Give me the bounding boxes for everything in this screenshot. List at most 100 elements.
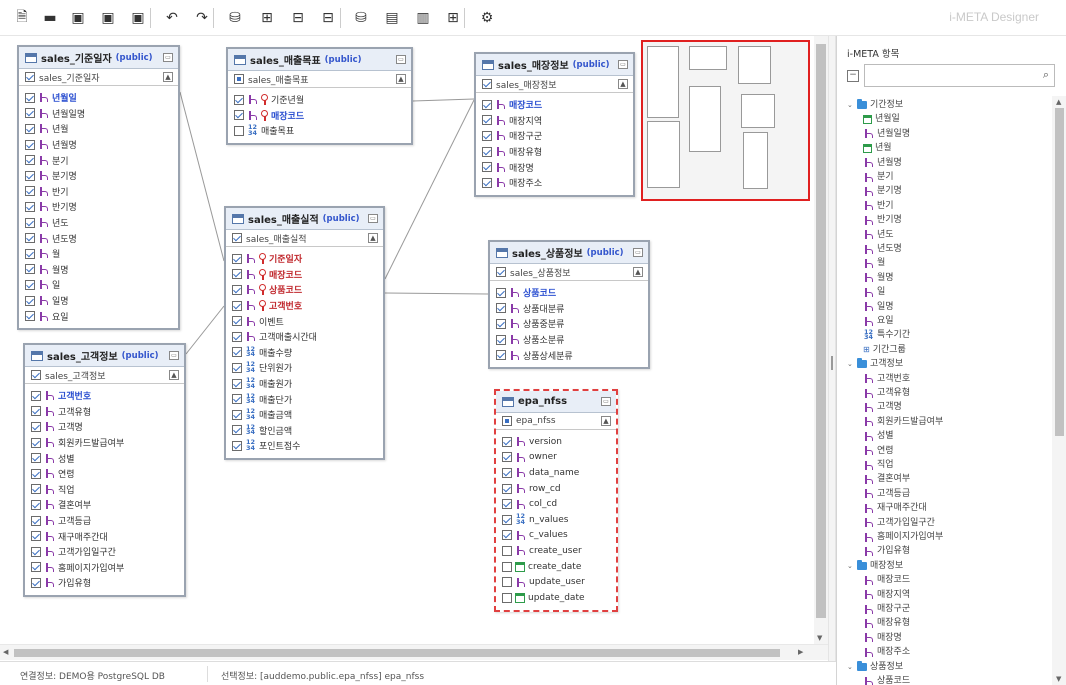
tree-folder[interactable]: ⌄고객정보 bbox=[847, 357, 903, 371]
column-row[interactable]: 매장명 bbox=[476, 159, 633, 175]
column-checkbox[interactable] bbox=[25, 123, 35, 134]
column-checkbox[interactable] bbox=[482, 115, 492, 126]
column-row[interactable]: 직업 bbox=[25, 482, 184, 498]
table-menu-button[interactable]: ▭ bbox=[163, 53, 173, 62]
tree-item[interactable]: 고객가입일구간 bbox=[863, 516, 935, 530]
table-menu-button[interactable]: ▭ bbox=[368, 214, 378, 223]
tree-item[interactable]: 매장코드 bbox=[863, 573, 910, 587]
table-header[interactable]: sales_매출실적(public)▭ bbox=[226, 208, 383, 230]
tree-item[interactable]: 월 bbox=[863, 256, 885, 270]
column-row[interactable]: c_values bbox=[496, 528, 616, 544]
column-checkbox[interactable] bbox=[496, 350, 506, 361]
gear-icon[interactable]: ⚙ bbox=[480, 10, 494, 26]
tree-item[interactable]: 년월일 bbox=[863, 112, 900, 126]
column-checkbox[interactable] bbox=[31, 468, 41, 479]
collapse-button[interactable]: ▲ bbox=[396, 74, 406, 84]
column-row[interactable]: 년도명 bbox=[19, 230, 178, 246]
column-row[interactable]: 년월일명 bbox=[19, 106, 178, 122]
column-checkbox[interactable] bbox=[502, 499, 512, 510]
tree-item[interactable]: 매장구군 bbox=[863, 602, 910, 616]
table-header[interactable]: sales_매출목표(public)▭ bbox=[228, 49, 411, 71]
column-row[interactable]: 상품상세분류 bbox=[490, 347, 648, 363]
column-checkbox[interactable] bbox=[25, 279, 35, 290]
tree-item[interactable]: 고객유형 bbox=[863, 386, 910, 400]
column-checkbox[interactable] bbox=[31, 562, 41, 573]
column-row[interactable]: 상품대분류 bbox=[490, 301, 648, 317]
column-row[interactable]: 상품중분류 bbox=[490, 316, 648, 332]
tree-item[interactable]: 가입유형 bbox=[863, 544, 910, 558]
table-header[interactable]: sales_매장정보(public)▭ bbox=[476, 54, 633, 76]
column-checkbox[interactable] bbox=[232, 269, 242, 280]
column-row[interactable]: 상품코드 bbox=[226, 282, 383, 298]
column-checkbox[interactable] bbox=[234, 94, 244, 105]
column-row[interactable]: 재구매주간대 bbox=[25, 528, 184, 544]
column-row[interactable]: 매장유형 bbox=[476, 144, 633, 160]
scroll-right-arrow[interactable]: ▶ bbox=[798, 648, 804, 656]
column-checkbox[interactable] bbox=[232, 331, 242, 342]
column-checkbox[interactable] bbox=[502, 530, 512, 541]
column-checkbox[interactable] bbox=[496, 334, 506, 345]
column-row[interactable]: 매장코드 bbox=[228, 108, 411, 124]
column-row[interactable]: 연령 bbox=[25, 466, 184, 482]
collapse-button[interactable]: ▲ bbox=[618, 79, 628, 89]
tree-item[interactable]: 고객등급 bbox=[863, 487, 910, 501]
document-icon[interactable]: ▥ bbox=[416, 10, 430, 26]
new-document-icon[interactable]: 🗎 bbox=[16, 9, 28, 25]
scroll-thumb[interactable] bbox=[14, 649, 780, 657]
column-row[interactable]: data_name bbox=[496, 465, 616, 481]
tree-item[interactable]: 반기명 bbox=[863, 213, 902, 227]
column-checkbox[interactable] bbox=[232, 253, 242, 264]
column-row[interactable]: 상품코드 bbox=[490, 285, 648, 301]
column-checkbox[interactable] bbox=[482, 99, 492, 110]
column-checkbox[interactable] bbox=[502, 561, 512, 572]
select-all-checkbox[interactable] bbox=[25, 72, 35, 82]
column-checkbox[interactable] bbox=[25, 311, 35, 322]
column-row[interactable]: 매장코드 bbox=[476, 97, 633, 113]
tree-item[interactable]: 년월일명 bbox=[863, 127, 910, 141]
column-checkbox[interactable] bbox=[502, 467, 512, 478]
tree-settings-icon[interactable]: ⊞ bbox=[447, 10, 459, 26]
column-row[interactable]: 월 bbox=[19, 246, 178, 262]
column-checkbox[interactable] bbox=[232, 378, 242, 389]
expand-icon[interactable]: ⌄ bbox=[847, 662, 853, 671]
column-checkbox[interactable] bbox=[232, 300, 242, 311]
tree-item[interactable]: 매장명 bbox=[863, 631, 902, 645]
column-checkbox[interactable] bbox=[25, 108, 35, 119]
column-checkbox[interactable] bbox=[31, 406, 41, 417]
panel-search-input[interactable]: ⌕ bbox=[864, 64, 1055, 87]
tree-item[interactable]: 회원카드발급여부 bbox=[863, 415, 943, 429]
column-row[interactable]: 매장코드 bbox=[226, 267, 383, 283]
column-row[interactable]: 매장구군 bbox=[476, 128, 633, 144]
column-row[interactable]: 고객번호 bbox=[25, 388, 184, 404]
database-icon[interactable]: ⛁ bbox=[229, 10, 241, 26]
tree-item[interactable]: 매장유형 bbox=[863, 616, 910, 630]
column-row[interactable]: create_date bbox=[496, 559, 616, 575]
column-checkbox[interactable] bbox=[232, 284, 242, 295]
column-row[interactable]: 반기 bbox=[19, 184, 178, 200]
select-all-checkbox[interactable] bbox=[496, 267, 506, 277]
tree-item[interactable]: 재구매주간대 bbox=[863, 501, 927, 515]
column-row[interactable]: 요일 bbox=[19, 308, 178, 324]
column-checkbox[interactable] bbox=[482, 162, 492, 173]
column-row[interactable]: 매장주소 bbox=[476, 175, 633, 191]
select-all-checkbox[interactable] bbox=[31, 370, 41, 380]
select-all-checkbox[interactable] bbox=[502, 416, 512, 426]
scroll-up-arrow[interactable]: ▲ bbox=[1056, 98, 1062, 106]
collapse-button[interactable]: ▲ bbox=[163, 72, 173, 82]
select-all-checkbox[interactable] bbox=[232, 233, 242, 243]
column-row[interactable]: 매장지역 bbox=[476, 113, 633, 129]
column-row[interactable]: 고객번호 bbox=[226, 298, 383, 314]
column-checkbox[interactable] bbox=[232, 394, 242, 405]
column-checkbox[interactable] bbox=[25, 248, 35, 259]
scroll-left-arrow[interactable]: ◀ bbox=[3, 648, 9, 656]
column-row[interactable]: 분기명 bbox=[19, 168, 178, 184]
table-menu-button[interactable]: ▭ bbox=[633, 248, 643, 257]
splitter-grip[interactable] bbox=[831, 356, 833, 370]
column-checkbox[interactable] bbox=[232, 316, 242, 327]
save-all-icon[interactable]: ▣ bbox=[101, 10, 115, 26]
column-checkbox[interactable] bbox=[502, 452, 512, 463]
undo-icon[interactable]: ↶ bbox=[166, 10, 178, 26]
save-icon[interactable]: ▣ bbox=[71, 10, 85, 26]
